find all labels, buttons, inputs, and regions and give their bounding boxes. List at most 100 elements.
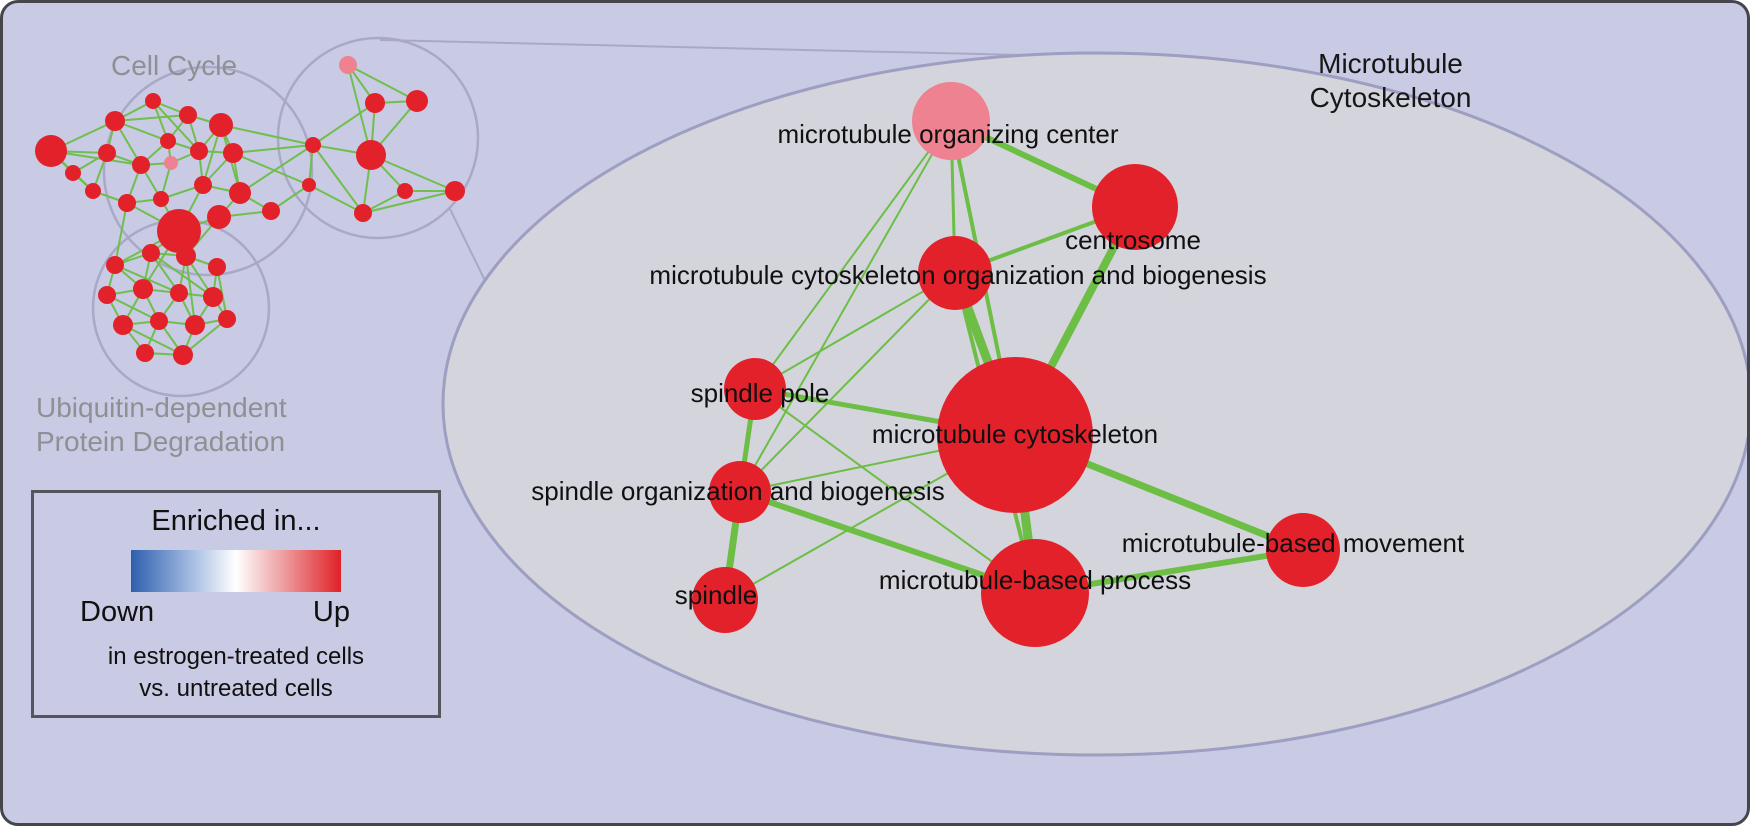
- node-microtubule-based-process: [981, 539, 1089, 647]
- network-canvas: microtubule organizing center centrosome m…: [35, 36, 1747, 757]
- cell-cycle-cluster-label: Cell Cycle: [111, 50, 238, 81]
- overview-node: [136, 344, 154, 362]
- overview-node: [118, 194, 136, 212]
- cluster-circle-microtubule-cytoskeleton: [276, 36, 480, 240]
- node-spindle-organization-and-biogenesis: [709, 461, 771, 523]
- overview-edge: [239, 144, 314, 194]
- overview-edge: [185, 255, 196, 326]
- overview-edge: [114, 264, 180, 294]
- edge-microtubule-cytoskeleton-organization-and-biogenesis--spindle-pole: [754, 272, 956, 390]
- node-microtubule-cytoskeleton-organization-and-biogenesis: [918, 236, 992, 310]
- overview-edge: [347, 64, 418, 102]
- legend-caption-line2: vs. untreated cells: [139, 675, 333, 703]
- overview-edge: [362, 190, 456, 214]
- overview-node: [208, 258, 226, 276]
- overview-node: [133, 279, 153, 299]
- edge-microtubule-organizing-center--spindle-organization-and-biogenesis: [739, 120, 952, 493]
- legend-title: Enriched in...: [151, 505, 321, 537]
- legend-up-label: Up: [312, 596, 350, 628]
- overview-edge: [220, 124, 314, 146]
- node-label-centrosome: centrosome: [1065, 225, 1201, 255]
- overview-node: [106, 256, 124, 274]
- overview-node: [356, 140, 386, 170]
- node-label-spindle-organization-and-biogenesis: spindle organization and biogenesis: [531, 476, 944, 506]
- overview-node: [190, 142, 208, 160]
- overview-node: [223, 143, 243, 163]
- overview-edge: [312, 102, 376, 146]
- overview-edge: [312, 144, 364, 214]
- node-label-microtubule-based-movement: microtubule-based movement: [1122, 528, 1465, 558]
- overview-node: [397, 183, 413, 199]
- overview-edge: [114, 114, 189, 122]
- overview-node: [302, 178, 316, 192]
- overview-node: [207, 205, 231, 229]
- overview-edge: [347, 64, 372, 156]
- legend-caption-line1: in estrogen-treated cells: [107, 643, 365, 670]
- overview-edge: [370, 154, 456, 192]
- overview-node: [35, 135, 67, 167]
- overview-node: [157, 209, 201, 253]
- node-spindle: [692, 567, 758, 633]
- node-label-microtubule-cytoskeleton: microtubule cytoskeleton: [872, 419, 1158, 449]
- node-centrosome: [1092, 164, 1178, 250]
- overview-node: [98, 144, 116, 162]
- overview-node: [105, 111, 125, 131]
- overview-node: [445, 181, 465, 201]
- magnified-view-ellipse: [441, 51, 1747, 757]
- node-microtubule-organizing-center: [912, 82, 990, 160]
- overview-edge: [308, 184, 364, 214]
- overview-edge: [152, 100, 200, 152]
- ubiquitin-cluster-label: Ubiquitin-dependent Protein Degradation: [36, 391, 287, 459]
- overview-node: [179, 106, 197, 124]
- overview-node: [150, 312, 168, 330]
- overview-node: [176, 246, 196, 266]
- magnifier-line: [379, 39, 1064, 57]
- overview-node: [98, 286, 116, 304]
- legend-gradient-bar: [131, 550, 341, 592]
- node-label-microtubule-cytoskeleton-organization-and-biogenesis: microtubule cytoskeleton organization an…: [649, 260, 1266, 290]
- node-label-microtubule-organizing-center: microtubule organizing center: [777, 119, 1118, 149]
- legend-down-label: Down: [80, 596, 155, 628]
- node-spindle-pole: [724, 358, 786, 420]
- node-microtubule-cytoskeleton: [937, 357, 1093, 513]
- overview-node: [65, 165, 81, 181]
- overview-node: [262, 202, 280, 220]
- overview-edge: [122, 324, 184, 356]
- overview-node: [229, 182, 251, 204]
- microtubule-cluster-label-line2: Cytoskeleton: [1309, 82, 1472, 114]
- overview-edge: [114, 202, 128, 266]
- overview-node: [339, 56, 357, 74]
- overview-node: [113, 315, 133, 335]
- overview-node: [194, 176, 212, 194]
- overview-node: [365, 93, 385, 113]
- overview-node: [209, 113, 233, 137]
- overview-node: [145, 93, 161, 109]
- overview-edge: [232, 152, 310, 186]
- overview-node: [354, 204, 372, 222]
- ubiquitin-cluster-label-line2: Protein Degradation: [36, 426, 286, 458]
- overview-node: [153, 191, 169, 207]
- overview-node: [406, 90, 428, 112]
- legend-caption: in estrogen-treated cells vs. untreated …: [34, 641, 438, 706]
- overview-node: [185, 315, 205, 335]
- overview-node: [218, 310, 236, 328]
- ubiquitin-cluster-label-line1: Ubiquitin-dependent: [36, 392, 287, 423]
- overview-node: [132, 156, 150, 174]
- overview-node: [142, 244, 160, 262]
- overview-node: [85, 183, 101, 199]
- microtubule-cluster-label-line1: Microtubule: [1318, 48, 1463, 79]
- node-label-spindle-pole: spindle pole: [691, 378, 830, 408]
- overview-node: [305, 137, 321, 153]
- overview-edge: [232, 144, 314, 154]
- overview-node: [173, 345, 193, 365]
- microtubule-cluster-label: Microtubule Cytoskeleton: [1283, 47, 1498, 115]
- edge-spindle-pole--microtubule-based-process: [754, 388, 1036, 594]
- cluster-circle-cell-cycle: [102, 65, 314, 277]
- node-label-spindle: spindle: [675, 580, 757, 610]
- overview-node: [170, 284, 188, 302]
- edge-microtubule-organizing-center--spindle-pole: [754, 120, 952, 390]
- overview-node: [203, 287, 223, 307]
- overview-node: [160, 133, 176, 149]
- edge-microtubule-cytoskeleton-organization-and-biogenesis--spindle-organization-and-biogenesis: [739, 272, 956, 493]
